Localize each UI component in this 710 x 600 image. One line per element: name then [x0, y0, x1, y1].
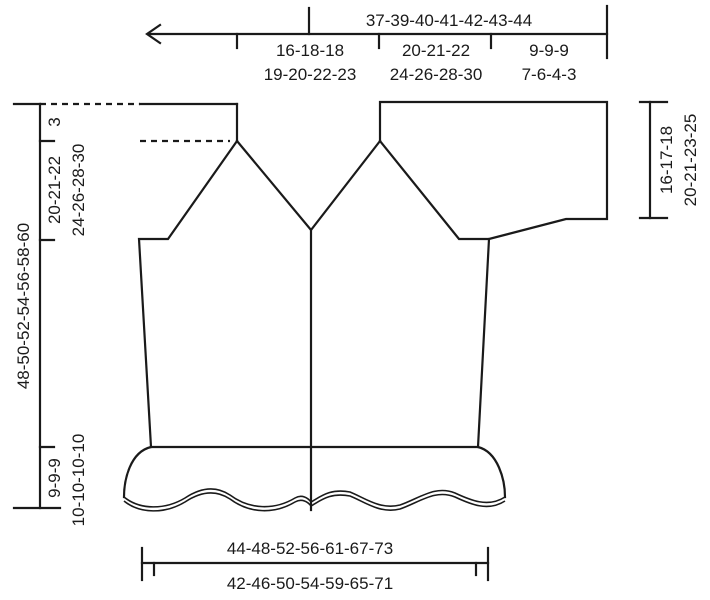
sleeve-outline: [378, 100, 609, 241]
arrow-left-icon: [145, 23, 162, 45]
segment-right-label-2: 7-6-4-3: [522, 65, 577, 84]
scallop-edge-outer: [123, 488, 506, 508]
total-length-label: 48-50-52-54-56-58-60: [14, 223, 33, 389]
overall-width-label: 37-39-40-41-42-43-44: [366, 11, 532, 30]
yoke-label-1: 20-21-22: [45, 156, 64, 224]
top-measurement-bar: 37-39-40-41-42-43-44 16-18-18 19-20-22-2…: [145, 4, 609, 84]
left-front-outline: [137, 139, 239, 449]
segment-left-label-1: 16-18-18: [276, 41, 344, 60]
peplum-left-edge: [122, 445, 153, 499]
upper-width-label: 44-48-52-56-61-67-73: [227, 539, 393, 558]
right-front-side: [476, 237, 491, 449]
edge-label-2: 10-10-10-10: [69, 434, 88, 527]
lower-width-label: 42-46-50-54-59-65-71: [227, 574, 393, 593]
sleeve-label-2: 20-21-23-25: [681, 114, 700, 207]
bottom-measurement-bar: 44-48-52-56-61-67-73 42-46-50-54-59-65-7…: [140, 539, 490, 593]
sleeve-label-1: 16-17-18: [657, 126, 676, 194]
left-measurement-bar: 48-50-52-54-56-58-60 3 20-21-22 24-26-28…: [12, 102, 140, 527]
segment-middle-label-1: 20-21-22: [402, 41, 470, 60]
top-section-label: 3: [45, 117, 64, 126]
garment-outline: [122, 100, 609, 512]
v-neck: [235, 139, 382, 232]
segment-middle-label-2: 24-26-28-30: [390, 65, 483, 84]
peplum-right-edge: [476, 445, 507, 499]
yoke-label-2: 24-26-28-30: [69, 144, 88, 237]
edge-label-1: 9-9-9: [45, 458, 64, 498]
right-measurement-bar: 16-17-18 20-21-23-25: [638, 100, 700, 220]
scallop-edge-inner: [123, 492, 506, 512]
segment-left-label-2: 19-20-22-23: [264, 65, 357, 84]
segment-right-label-1: 9-9-9: [529, 41, 569, 60]
